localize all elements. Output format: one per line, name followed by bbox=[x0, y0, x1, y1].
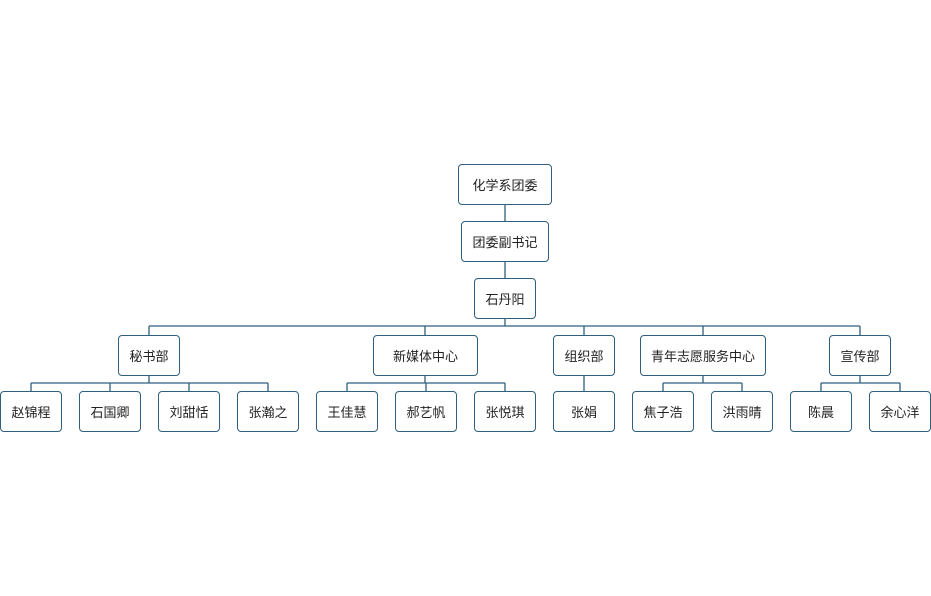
node-member: 陈晨 bbox=[790, 391, 852, 432]
node-deputy-title: 团委副书记 bbox=[461, 221, 549, 262]
node-department: 新媒体中心 bbox=[373, 335, 478, 376]
node-member: 洪雨晴 bbox=[711, 391, 773, 432]
node-member: 张瀚之 bbox=[237, 391, 299, 432]
node-member: 石国卿 bbox=[79, 391, 141, 432]
node-department: 组织部 bbox=[553, 335, 615, 376]
node-member: 刘甜恬 bbox=[158, 391, 220, 432]
node-member: 焦子浩 bbox=[632, 391, 694, 432]
node-department: 宣传部 bbox=[829, 335, 891, 376]
node-member: 赵锦程 bbox=[0, 391, 62, 432]
node-deputy-name: 石丹阳 bbox=[474, 278, 536, 319]
node-member: 余心洋 bbox=[869, 391, 931, 432]
node-member: 张悦琪 bbox=[474, 391, 536, 432]
node-member: 张娟 bbox=[553, 391, 615, 432]
node-member: 郝艺帆 bbox=[395, 391, 457, 432]
node-member: 王佳慧 bbox=[316, 391, 378, 432]
node-department: 秘书部 bbox=[118, 335, 180, 376]
node-root: 化学系团委 bbox=[458, 164, 552, 205]
node-department: 青年志愿服务中心 bbox=[640, 335, 766, 376]
